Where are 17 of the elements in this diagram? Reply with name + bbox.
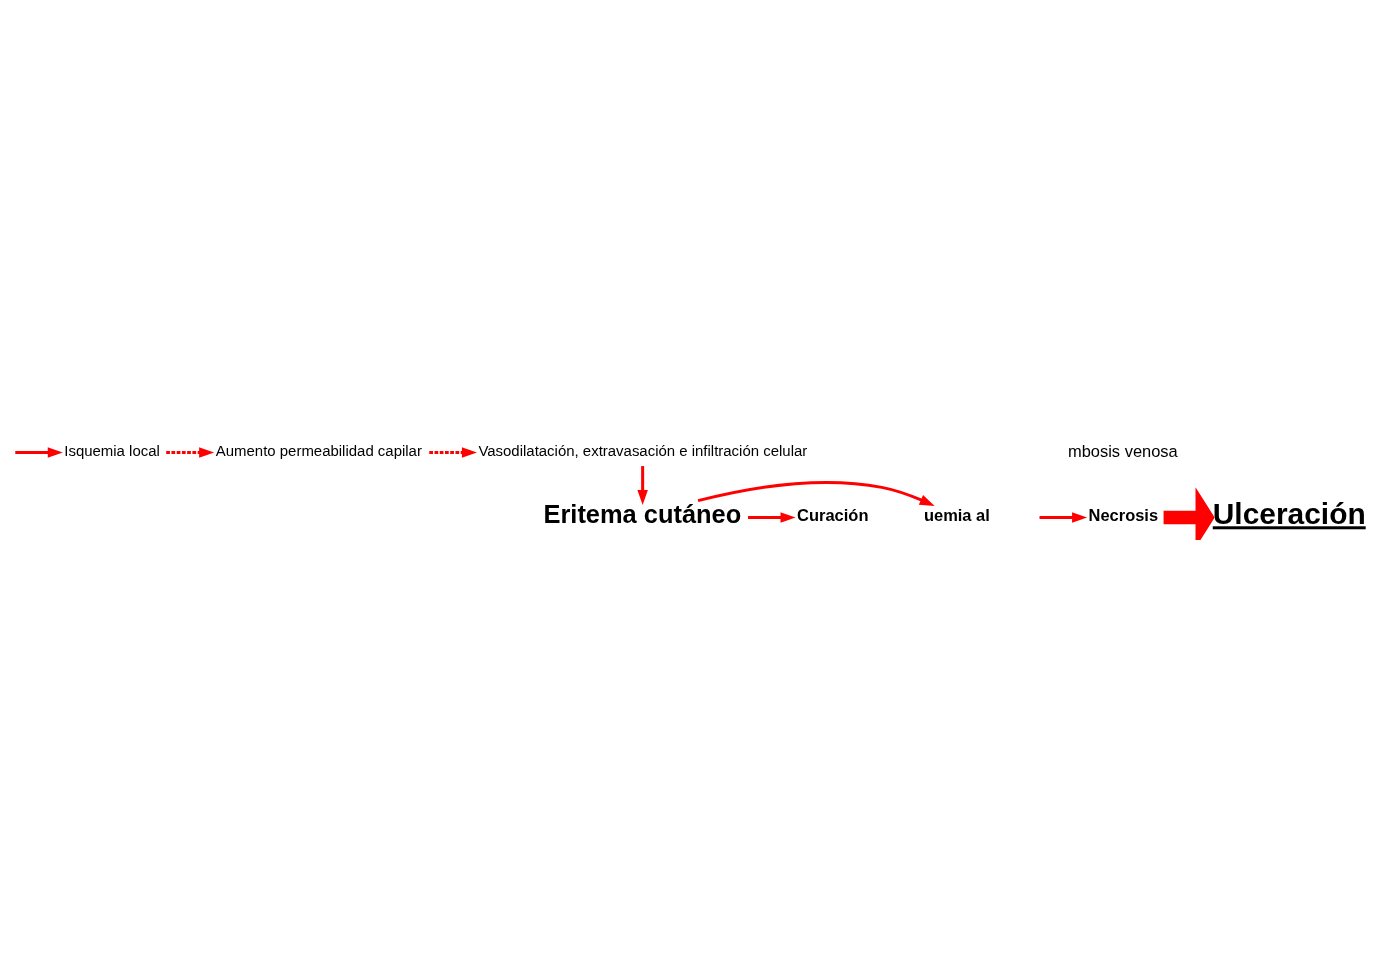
arrow (1039, 511, 1088, 523)
node-text: Ulceración (1212, 496, 1366, 530)
arrow (166, 446, 215, 458)
node-text: Vasodilatación, extravasación e infiltración celular (478, 441, 808, 459)
arrow (637, 465, 648, 505)
node-text: Aumento permeabilidad capilar (215, 441, 422, 459)
arrow (429, 446, 477, 458)
node-text: Necrosis (1088, 505, 1159, 524)
node-text: Eritema cutáneo (543, 499, 742, 528)
node-text: uemia al (923, 505, 990, 524)
arrow (15, 446, 63, 458)
node-text: Isquemia local (64, 441, 160, 459)
arrow (748, 511, 796, 523)
node-text: Curación (797, 505, 869, 524)
node-text: mbosis venosa (1067, 441, 1178, 460)
arrow (1163, 486, 1215, 540)
arrow (697, 480, 935, 506)
